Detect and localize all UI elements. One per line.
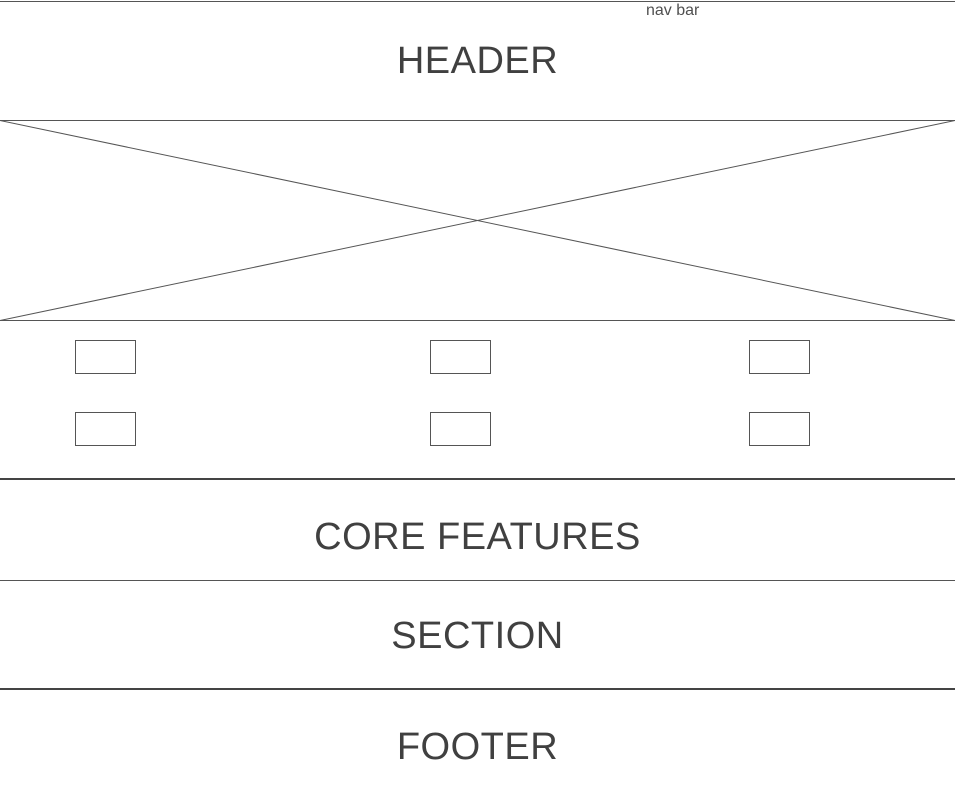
grid-box-6 [749, 412, 810, 446]
nav-bar-label: nav bar [646, 2, 700, 19]
grid-box-3 [749, 340, 810, 374]
grid-box-5 [430, 412, 491, 446]
header-title: HEADER [396, 40, 559, 82]
hero-diagonal-up [0, 120, 955, 321]
grid-box-1 [75, 340, 136, 374]
grid-box-4 [75, 412, 136, 446]
section-bottom-divider [0, 688, 955, 690]
grid-box-2 [430, 340, 491, 374]
footer-title: FOOTER [396, 726, 559, 768]
core-features-title: CORE FEATURES [314, 516, 641, 558]
hero-image-placeholder [0, 120, 955, 321]
section-title: SECTION [391, 615, 564, 657]
grid-bottom-divider [0, 478, 955, 480]
core-features-bottom-divider [0, 580, 955, 581]
top-border [0, 1, 955, 2]
